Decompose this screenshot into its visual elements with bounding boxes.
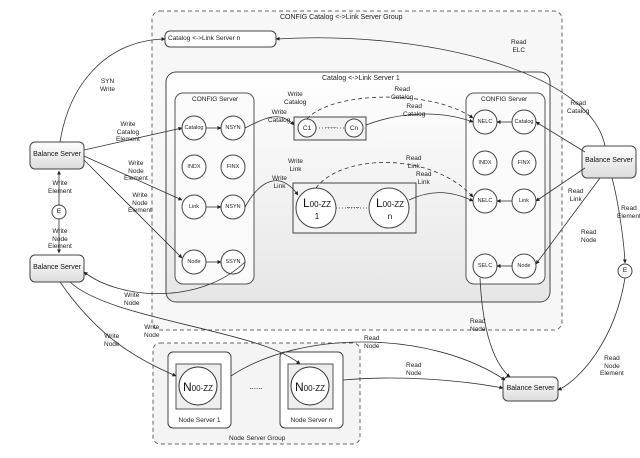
- read-catalog-right-label: Read Catalog: [567, 100, 590, 115]
- node-nn-main: N: [294, 380, 304, 394]
- node-nn-sub: 00-ZZ: [303, 384, 325, 393]
- left-node-label: Node: [187, 259, 201, 265]
- node-dots: ......: [249, 382, 263, 391]
- right-finx-node: [511, 150, 537, 176]
- catalog-dots: ......: [325, 123, 337, 130]
- write-catalog-top-label: Write Catalog: [284, 91, 307, 106]
- right-link-label: Link: [518, 198, 530, 204]
- node-server-1-label: Node Server 1: [178, 417, 221, 424]
- read-elc-label: Read ELC: [511, 39, 527, 54]
- node-server-n-label: Node Server n: [290, 417, 333, 424]
- node-n1-sub: 00-ZZ: [191, 384, 213, 393]
- left-ssyn-label: SSYN: [225, 259, 241, 265]
- left-link-label: Link: [188, 204, 200, 210]
- write-element-label: Write Element: [48, 180, 72, 195]
- config-left-title: CONFIG Server: [192, 96, 239, 103]
- write-node-bottom1-label: Write Node: [104, 333, 120, 348]
- balance-left-top-label: Balance Server: [33, 151, 81, 158]
- write-link-mid-label: Write Link: [272, 175, 288, 190]
- link-l1-sub: 00-ZZ: [309, 200, 332, 209]
- left-finx-node: [220, 154, 246, 180]
- catalog-c1-label: C1: [302, 125, 312, 132]
- read-link-mid-label: Read Link: [416, 171, 432, 186]
- right-indx-label: INDX: [478, 160, 492, 166]
- node-group-title: Node Server Group: [229, 435, 286, 442]
- e-right-label: E: [622, 267, 628, 274]
- write-node-element-1-label: Write Node Element: [124, 160, 148, 182]
- left-indx-node: [181, 154, 207, 180]
- left-finx-label: FINX: [226, 164, 240, 170]
- write-node-element-2-label: Write Node Element: [128, 192, 152, 214]
- read-node-element-label: Read Node Element: [600, 355, 624, 377]
- catalog-cn-node: [344, 118, 364, 138]
- config-right-title: CONFIG Server: [481, 96, 528, 103]
- right-nelc1-label: NELC: [477, 119, 493, 125]
- read-catalog-mid-label: Read Catalog: [403, 103, 426, 118]
- read-node-right-label: Read Node: [581, 229, 597, 244]
- right-nelc2-label: NELC: [477, 198, 493, 204]
- link-l1-main: L: [302, 196, 310, 210]
- right-selc-label: SELC: [477, 263, 493, 269]
- read-catalog-top-label: Read Catalog: [391, 86, 414, 101]
- read-link-top-label: Read Link: [406, 155, 422, 170]
- read-node-selc-label: Read Node: [470, 318, 486, 333]
- read-element-right-label: Read Element: [617, 205, 640, 220]
- right-indx-node: [472, 150, 498, 176]
- write-catalog-element-label: Write Catalog Element: [116, 121, 140, 143]
- node-server-1-circle: [178, 366, 218, 406]
- balance-bottom-label: Balance Server: [506, 385, 555, 392]
- catalog-link-server-n-title: Catalog <->Link Server n: [168, 35, 241, 42]
- write-link-top-label: Write Link: [288, 158, 304, 173]
- write-node-bottom2-label: Write Node: [144, 324, 160, 339]
- left-nsyn1-label: NSYN: [225, 125, 241, 131]
- read-node-2-label: Read Node: [406, 362, 422, 377]
- balance-right-label: Balance Server: [585, 157, 633, 164]
- write-node-element-3-label: Write Node Element: [48, 228, 72, 250]
- read-node-1-label: Read Node: [364, 335, 380, 350]
- read-link-right-label: Read Link: [568, 188, 584, 203]
- node-n1-label: N00-ZZ: [180, 378, 216, 396]
- link-dots: ......: [346, 201, 360, 210]
- link-l1-label: L00-ZZ 1: [300, 194, 334, 221]
- balance-server-left-top: [29, 141, 85, 170]
- config-server-left-box: [174, 92, 255, 285]
- inner-server-title: Catalog <->Link Server 1: [322, 75, 400, 82]
- right-catalog-label: Catalog: [514, 119, 534, 125]
- left-nsyn2-label: NSYN: [225, 204, 241, 210]
- right-node-label: Node: [517, 263, 531, 269]
- syn-write-label: SYN Write: [100, 78, 116, 93]
- node-server-n-circle: [290, 366, 330, 406]
- balance-server-right: [581, 145, 637, 179]
- write-catalog-mid-label: Write Catalog: [268, 109, 291, 124]
- link-ln-label: L00-ZZ n: [373, 194, 407, 221]
- link-ln-sub: 00-ZZ: [382, 200, 405, 209]
- right-finx-label: FINX: [517, 160, 531, 166]
- link-ln-main: L: [375, 196, 383, 210]
- node-nn-label: N00-ZZ: [292, 378, 328, 396]
- link-ln-index: n: [387, 212, 393, 221]
- node-n1-main: N: [182, 380, 192, 394]
- e-left-label: E: [56, 208, 62, 215]
- link-l1-index: 1: [314, 212, 320, 221]
- left-indx-label: INDX: [187, 164, 201, 170]
- config-group-title: CONFIG Catalog <->Link Server Group: [280, 14, 403, 21]
- left-catalog-label: Catalog: [184, 125, 204, 131]
- write-node-ssyn-label: Write Node: [124, 292, 140, 307]
- config-server-right-box: [465, 92, 546, 285]
- balance-server-left-bottom: [29, 254, 85, 283]
- catalog-cn-label: Cn: [349, 125, 359, 132]
- link-ln-node: [368, 187, 410, 229]
- balance-left-bottom-label: Balance Server: [33, 264, 81, 271]
